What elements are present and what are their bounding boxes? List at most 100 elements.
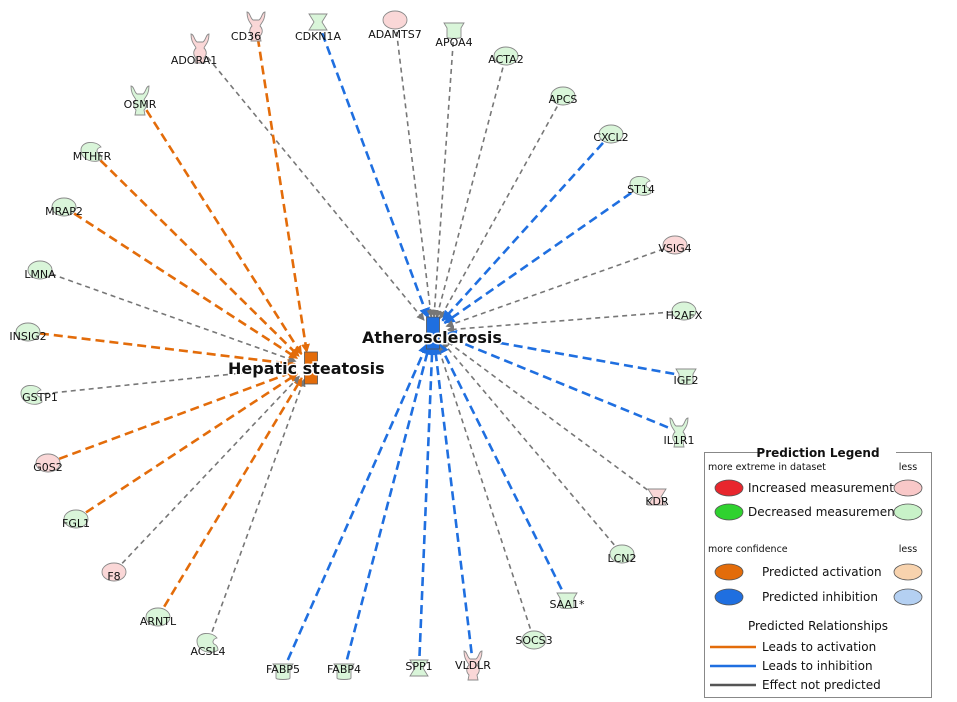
edge-gstp1	[43, 364, 296, 395]
node-label: CDKN1A	[295, 30, 342, 43]
legend-relationships-title: Predicted Relationships	[748, 619, 888, 633]
node-fabp5[interactable]: FABP5	[266, 663, 300, 680]
node-label: ADAMTS7	[368, 28, 422, 41]
edge-f8	[121, 375, 300, 564]
node-st14[interactable]: ST14	[627, 176, 655, 196]
node-f8[interactable]: F8	[101, 562, 127, 583]
edge-h2afx	[446, 311, 673, 334]
node-apcs[interactable]: APCS	[549, 86, 578, 106]
legend-leads-inhibition-label: Leads to inhibition	[762, 659, 873, 673]
node-label: FABP4	[327, 663, 361, 676]
node-cdkn1a[interactable]: CDKN1A	[295, 13, 342, 43]
edge-il1r1	[444, 334, 669, 429]
edge-socs3	[435, 343, 532, 629]
hub-label: Atherosclerosis	[362, 328, 502, 347]
node-adora1[interactable]: ADORA1	[171, 33, 217, 67]
node-socs3[interactable]: SOCS3	[515, 630, 553, 650]
node-label: ADORA1	[171, 54, 217, 67]
legend-activation-strong-swatch	[714, 563, 744, 581]
edge-g0s2	[58, 369, 297, 461]
edge-vldlr	[430, 343, 473, 654]
edge-osmr	[145, 109, 303, 355]
node-cd36[interactable]: CD36	[231, 11, 266, 43]
node-lcn2[interactable]: LCN2	[607, 544, 637, 565]
edge-insig2	[39, 332, 296, 368]
node-h2afx[interactable]: H2AFX	[666, 301, 703, 322]
edge-arntl	[163, 377, 303, 608]
legend-title-bg	[760, 446, 896, 460]
node-igf2[interactable]: IGF2	[673, 368, 699, 387]
hub-hepatic-steatosis[interactable]: Hepatic steatosis	[227, 351, 386, 385]
legend-not-predicted-label: Effect not predicted	[762, 678, 881, 692]
legend-increased-label: Increased measurement	[748, 481, 894, 495]
node-mthfr[interactable]: MTHFR	[73, 142, 112, 163]
node-label: APCS	[549, 93, 578, 106]
legend-confidence-header-left: more confidence	[708, 544, 788, 555]
legend-decreased-weak-swatch	[893, 503, 923, 521]
edge-fgl1	[85, 372, 299, 514]
node-label: SAA1*	[549, 598, 585, 611]
node-mrap2[interactable]: MRAP2	[45, 197, 83, 218]
node-gstp1[interactable]: GSTP1	[20, 385, 58, 405]
node-saa1[interactable]: SAA1*	[549, 592, 585, 611]
edge-kdr	[443, 338, 648, 491]
node-label: KDR	[645, 495, 669, 508]
node-vsig4[interactable]: VSIG4	[658, 235, 692, 255]
edge-mthfr	[99, 159, 300, 358]
edge-lcn2	[441, 341, 615, 546]
node-label: F8	[107, 570, 120, 583]
edge-saa1	[438, 342, 563, 590]
node-label: SPP1	[405, 660, 432, 673]
node-label: MRAP2	[45, 205, 83, 218]
node-g0s2[interactable]: G0S2	[33, 453, 63, 474]
node-apoa4[interactable]: APOA4	[435, 22, 473, 49]
node-label: G0S2	[33, 461, 63, 474]
node-label: CXCL2	[593, 131, 628, 144]
hub-atherosclerosis[interactable]: Atherosclerosis	[361, 316, 503, 350]
edge-cd36	[256, 37, 310, 354]
node-fgl1[interactable]: FGL1	[62, 509, 90, 530]
legend-activation-weak-swatch	[893, 563, 923, 581]
node-label: CD36	[231, 30, 261, 43]
edge-adamts7	[395, 31, 435, 318]
hub-label: Hepatic steatosis	[228, 359, 385, 378]
node-label: ARNTL	[140, 615, 177, 628]
node-arntl[interactable]: ARNTL	[140, 607, 177, 628]
node-label: FABP5	[266, 663, 300, 676]
node-label: LMNA	[24, 268, 56, 281]
prediction-legend: Prediction Legend more extreme in datase…	[704, 446, 932, 698]
edges-layer	[39, 31, 675, 661]
node-label: VSIG4	[658, 242, 691, 255]
node-insig2[interactable]: INSIG2	[9, 322, 47, 343]
node-label: GSTP1	[22, 391, 58, 404]
node-vldlr[interactable]: VLDLR	[455, 650, 491, 681]
edge-mrap2	[73, 212, 299, 360]
node-fabp4[interactable]: FABP4	[327, 663, 361, 680]
node-adamts7[interactable]: ADAMTS7	[368, 10, 422, 41]
edge-igf2	[445, 329, 675, 376]
node-label: INSIG2	[9, 330, 46, 343]
hub-marker	[426, 316, 440, 350]
node-label: ST14	[627, 183, 655, 196]
node-cxcl2[interactable]: CXCL2	[593, 124, 629, 144]
node-il1r1[interactable]: IL1R1	[663, 417, 695, 448]
node-label: SOCS3	[515, 634, 552, 647]
node-spp1[interactable]: SPP1	[405, 659, 433, 677]
node-acsl4[interactable]: ACSL4	[190, 633, 226, 658]
node-lmna[interactable]: LMNA	[24, 260, 56, 281]
legend-leads-activation-label: Leads to activation	[762, 640, 876, 654]
edge-cxcl2	[441, 142, 604, 322]
node-osmr[interactable]: OSMR	[124, 85, 157, 116]
node-label: IL1R1	[663, 434, 694, 447]
node-kdr[interactable]: KDR	[645, 488, 669, 508]
edge-fabp4	[345, 343, 433, 660]
legend-activation-label: Predicted activation	[762, 565, 882, 579]
edge-apoa4	[430, 41, 454, 318]
edge-st14	[443, 191, 632, 325]
node-acta2[interactable]: ACTA2	[488, 46, 524, 66]
node-label: VLDLR	[455, 659, 491, 672]
legend-decreased-label: Decreased measurement	[748, 505, 900, 519]
legend-decreased-strong-swatch	[714, 503, 744, 521]
edge-adora1	[206, 56, 425, 321]
